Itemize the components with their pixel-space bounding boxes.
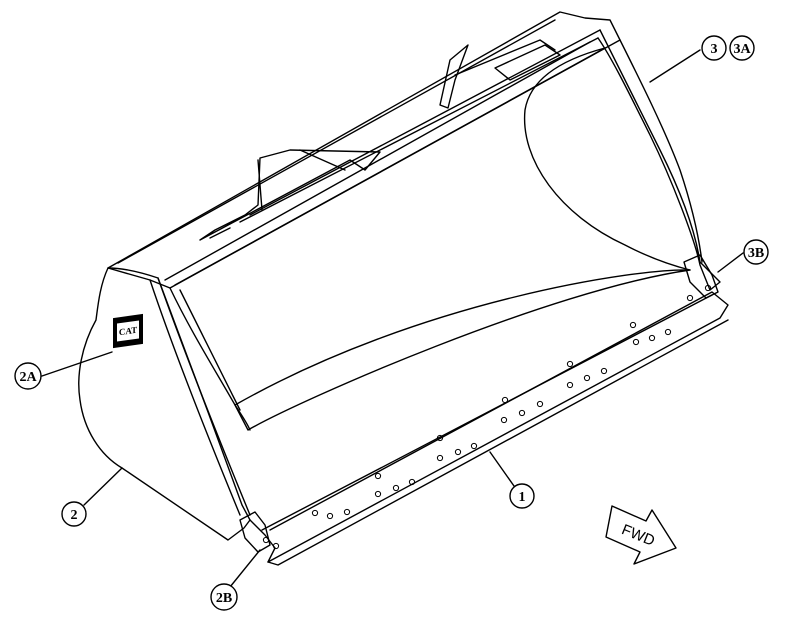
leader-line-1 (489, 451, 515, 487)
svg-text:2: 2 (71, 508, 78, 523)
left-side-plate-edge (149, 279, 241, 516)
bucket-inner-floor (169, 269, 691, 431)
spill-guard-right (494, 44, 561, 81)
cutting-edge-bolt-holes (262, 284, 712, 550)
spill-guard-left (199, 149, 381, 241)
callout-2b: 2B (210, 583, 238, 611)
leader-line-2b (229, 549, 261, 588)
callout-2: 2 (61, 501, 87, 527)
svg-text:1: 1 (519, 490, 526, 505)
fwd-direction-arrow: FWD (605, 505, 677, 565)
cat-logo-plate: CAT (113, 313, 143, 349)
top-back-rail (107, 11, 621, 289)
callout-1: 1 (509, 483, 535, 509)
callout-2a: 2A (14, 362, 42, 390)
leader-line-2a (41, 351, 113, 377)
right-side-plate (597, 29, 721, 291)
right-plate-interior (523, 47, 691, 271)
leader-line-3b (717, 252, 744, 273)
cat-logo-text: CAT (119, 325, 137, 338)
svg-text:3B: 3B (748, 246, 764, 261)
callout-3b: 3B (743, 239, 769, 265)
spill-guard-center (439, 44, 469, 109)
left-side-plate (78, 267, 251, 541)
svg-text:3: 3 (711, 42, 718, 57)
left-corner-bracket (239, 511, 271, 553)
leader-line-3 (649, 49, 701, 83)
callout-3a: 3A (729, 35, 755, 61)
svg-text:2A: 2A (19, 370, 37, 385)
leader-line-2 (83, 467, 123, 506)
right-corner-bracket (683, 254, 719, 299)
svg-text:2B: 2B (216, 591, 232, 606)
callout-3: 3 (701, 35, 727, 61)
svg-text:3A: 3A (733, 42, 751, 57)
